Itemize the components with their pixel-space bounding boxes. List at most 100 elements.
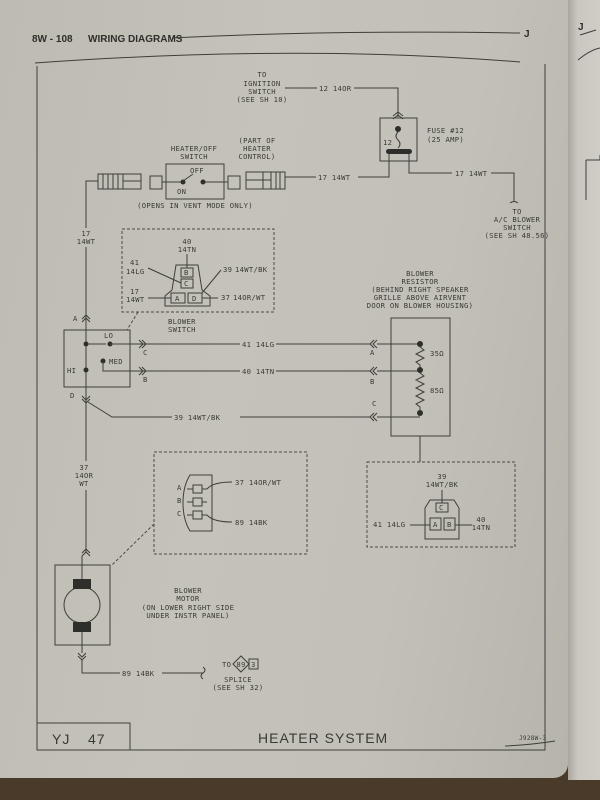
svg-text:HEATER: HEATER [243,144,271,153]
conn-wire-41: 41 [130,258,139,267]
splice-ref: (SEE SH 32) [213,683,264,692]
svg-text:B: B [184,268,189,277]
pin-b-label: B [143,375,148,384]
wire-switch-to-blower-a [85,180,98,228]
svg-text:BLOWER: BLOWER [406,269,434,278]
svg-text:DOOR ON BLOWER HOUSING): DOOR ON BLOWER HOUSING) [367,301,473,310]
motor-conn-wire-c: 89 14BK [235,518,268,527]
blower-motor-label: BLOWER MOTOR (ON LOWER RIGHT SIDE UNDER … [142,586,235,620]
page-ref: 8W - 108 [32,34,73,45]
resistance-85: 85Ω [430,386,444,395]
wire-ign-feed [285,87,399,117]
blower-switch-body [63,329,131,388]
blower-switch-label: BLOWER SWITCH [168,317,196,334]
header-underline [34,52,521,64]
motor-feed-color: WT [79,479,89,488]
wire-label-17: 17 [81,229,90,238]
svg-text:SWITCH: SWITCH [180,152,208,161]
svg-text:A: A [177,483,182,492]
switch-off-label: OFF [190,166,204,175]
conn-wire-37-color: 14OR/WT [233,293,266,302]
motor-conn-wire-a: 37 14OR/WT [235,478,282,487]
svg-text:C: C [184,279,189,288]
svg-text:(ON LOWER RIGHT SIDE: (ON LOWER RIGHT SIDE [142,603,235,612]
wire-label-med: 40 14TN [242,367,274,376]
svg-text:D: D [192,294,197,303]
wire-label-14wt: 14WT [77,237,96,246]
svg-text:UNDER INSTR PANEL): UNDER INSTR PANEL) [146,611,229,620]
resistor-pin-c: C [372,399,377,408]
connector-symbol [81,395,91,404]
hi-label: HI [67,366,76,375]
svg-text:HEATER/OFF: HEATER/OFF [171,144,217,153]
footer-page-number: 47 [88,731,106,747]
heater-switch-connector-left [97,173,142,190]
motor-feed-gauge: 14OR [75,471,94,480]
pin-c-label: C [143,348,148,357]
diagram-frame [36,64,546,751]
fuse-label: FUSE #12 [427,126,464,135]
blower-resistor-label: BLOWER RESISTOR (BEHIND RIGHT SPEAKER GR… [367,269,473,310]
svg-text:SWITCH: SWITCH [503,223,531,232]
wire-label-fuse-to-switch: 17 14WT [318,173,351,182]
svg-text:A/C BLOWER: A/C BLOWER [494,215,541,224]
next-page-rule [579,29,597,36]
splice-to-label: TO [222,660,231,669]
connector-symbol [138,366,147,376]
conn-wire-40-color: 14TN [178,245,197,254]
wire-ground [81,660,203,674]
svg-text:(SEE SH 48.56): (SEE SH 48.56) [485,231,550,240]
connector-symbol [138,339,147,349]
leader-line [126,311,139,331]
conn-wire-40: 40 [182,237,191,246]
heater-off-switch-label: HEATER/OFF SWITCH [171,144,217,161]
resistor-35-icon [414,346,426,367]
resistor-pin-b: B [370,377,375,386]
switch-lever [182,173,194,182]
fuse-block [379,117,418,162]
heater-off-switch: OFF ON [149,163,241,200]
switch-on-label: ON [177,187,186,196]
motor-connector-view [153,451,308,555]
svg-text:C: C [439,503,444,512]
splice-sheet-box [248,658,259,670]
fuse-busbar [386,149,412,154]
conn-wire-39-color: 14WT/BK [235,265,268,274]
rc-top-circuit: 39 [437,472,446,481]
svg-text:CONTROL): CONTROL) [238,152,275,161]
wire-label-fuse-to-ac: 17 14WT [455,169,488,178]
chapter-letter: J [524,29,530,40]
motor-feed-circuit: 37 [79,463,88,472]
wire-break-icon [509,201,519,204]
svg-text:SWITCH: SWITCH [248,87,276,96]
footer-box [37,722,131,750]
next-page-underline [577,47,600,61]
wire-fuse-to-ac [408,154,515,202]
next-page-letter: J [578,22,584,33]
resistor-85-icon [414,372,426,410]
switch-tab-right [227,175,241,190]
svg-text:(PART OF: (PART OF [238,136,275,145]
blower-pin-a: A [73,314,78,323]
conn-wire-17: 17 [130,287,139,296]
blower-switch: LO MED HI [63,322,131,410]
rc-right-color: 14TN [472,523,491,532]
rc-top-color: 14WT/BK [426,480,459,489]
connector-symbol [81,314,91,323]
conn-wire-41-color: 14LG [126,267,145,276]
next-page-edge [568,0,600,780]
svg-text:TO: TO [257,70,266,79]
motor-connector: A B C [177,474,213,532]
footer-rule [504,740,556,747]
blower-switch-connector: B C A D [164,264,211,307]
svg-text:B: B [447,520,452,529]
resistor-connector: C A B [424,499,460,540]
svg-text:A: A [433,520,438,529]
svg-text:B: B [177,496,182,505]
fuse-rating: (25 AMP) [427,135,464,144]
blower-resistor-body [390,317,451,437]
blower-switch-connector-view [121,228,275,313]
blower-motor [54,556,111,653]
wire-label-ign-feed: 12 14OR [319,84,352,93]
